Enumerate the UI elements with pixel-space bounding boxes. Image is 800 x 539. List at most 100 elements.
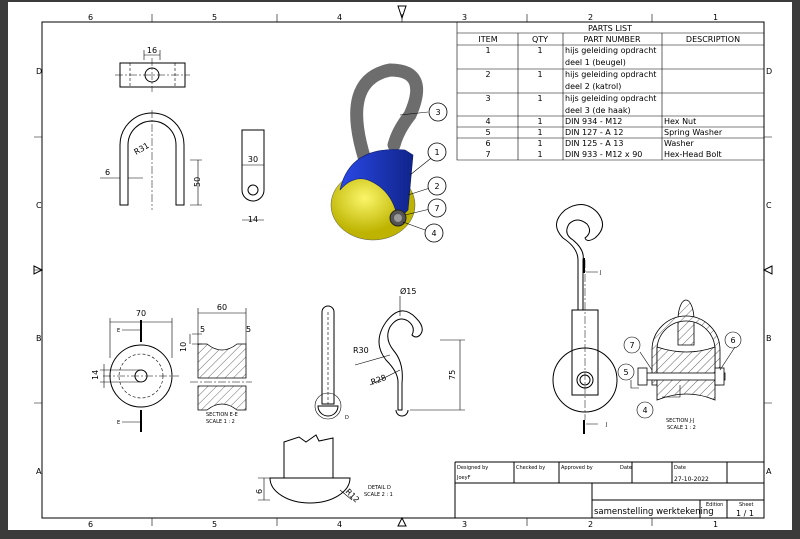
balloon-7: 7 bbox=[629, 341, 634, 350]
detail-d-view: 6 R12 DETAIL D SCALE 2 : 1 bbox=[255, 434, 393, 505]
section-mark-e-bottom: E bbox=[117, 420, 120, 426]
parts-list-title: PARTS LIST bbox=[588, 24, 632, 33]
header-description: DESCRIPTION bbox=[686, 35, 740, 44]
qty: 1 bbox=[537, 46, 542, 55]
balloon-1: 1 bbox=[434, 148, 439, 157]
date-label: Date bbox=[620, 465, 632, 471]
zone-left-b: B bbox=[36, 334, 42, 343]
zone-bottom-1: 1 bbox=[713, 520, 718, 529]
iso-leaders bbox=[399, 111, 436, 231]
item: 6 bbox=[485, 139, 490, 148]
pulley-front-view: E E 70 14 bbox=[91, 309, 179, 432]
drawing-canvas: 6 5 4 3 2 1 6 5 4 3 2 1 D C B A D C B A … bbox=[33, 5, 773, 529]
date-label-2: Date bbox=[674, 465, 686, 471]
zone-top-3: 3 bbox=[462, 13, 467, 22]
zone-bottom-3: 3 bbox=[462, 520, 467, 529]
balloon-4: 4 bbox=[431, 229, 436, 238]
part-number: DIN 934 - M12 bbox=[565, 117, 622, 126]
hook-front-view: Ø15 R30 R28 75 bbox=[353, 286, 465, 417]
table-row: 2 1 hijs geleiding opdracht deel 2 (katr… bbox=[485, 70, 656, 91]
zone-top-2: 2 bbox=[588, 13, 593, 22]
zone-right-a: A bbox=[766, 467, 772, 476]
part-number-line2: deel 2 (katrol) bbox=[565, 82, 621, 91]
hook-side-view: D bbox=[314, 305, 349, 421]
balloon-6: 6 bbox=[730, 336, 735, 345]
zone-markers: 6 5 4 3 2 1 6 5 4 3 2 1 D C B A D C B A bbox=[33, 5, 773, 529]
sheet-value: 1 / 1 bbox=[736, 509, 754, 518]
zone-right-c: C bbox=[766, 201, 772, 210]
hook-3d bbox=[350, 63, 424, 167]
zone-bottom-6: 6 bbox=[88, 520, 93, 529]
checked-by-label: Checked by bbox=[516, 465, 545, 471]
bracket-front-view: 6 50 R31 bbox=[100, 110, 202, 210]
zone-top-4: 4 bbox=[337, 13, 342, 22]
date-value: 27-10-2022 bbox=[674, 476, 709, 483]
approved-by-label: Approved by bbox=[561, 465, 593, 471]
dim-r31: R31 bbox=[133, 141, 151, 157]
iso-balloons: 3 1 2 7 4 bbox=[424, 102, 448, 243]
zone-top-1: 1 bbox=[713, 13, 718, 22]
dim-6-detail: 6 bbox=[255, 489, 264, 494]
dim-10: 10 bbox=[179, 342, 188, 352]
bracket-side-view: 30 14 bbox=[241, 129, 265, 224]
description: Hex-Head Bolt bbox=[664, 150, 722, 159]
section-e-e-view: 60 5 5 10 SECTION E-E SCALE 1 : 2 bbox=[179, 303, 252, 425]
dim-14-side: 14 bbox=[248, 215, 258, 224]
part-number: hijs geleiding opdracht bbox=[565, 46, 656, 55]
sheet-label: Sheet bbox=[739, 502, 753, 508]
designed-by-label: Designed by bbox=[457, 465, 488, 471]
balloon-5: 5 bbox=[623, 368, 628, 377]
dim-5-right: 5 bbox=[246, 325, 251, 334]
description: Hex Nut bbox=[664, 117, 696, 126]
header-qty: QTY bbox=[532, 35, 548, 44]
dim-dia15: Ø15 bbox=[400, 286, 416, 296]
detail-d-marker: D bbox=[345, 415, 349, 421]
section-e-e-label: SECTION E-E bbox=[206, 412, 238, 418]
item: 2 bbox=[485, 70, 490, 79]
section-mark-j-bottom: J bbox=[605, 422, 607, 428]
section-j-j-scale: SCALE 1 : 2 bbox=[667, 425, 696, 431]
detail-d-scale: SCALE 2 : 1 bbox=[364, 492, 393, 498]
table-row: 3 1 hijs geleiding opdracht deel 3 (de h… bbox=[485, 94, 656, 115]
header-part-number: PART NUMBER bbox=[583, 35, 640, 44]
drawing-sheet: 6 5 4 3 2 1 6 5 4 3 2 1 D C B A D C B A … bbox=[8, 2, 792, 530]
qty: 1 bbox=[537, 128, 542, 137]
part-number-line2: deel 3 (de haak) bbox=[565, 106, 631, 115]
item: 4 bbox=[485, 117, 490, 126]
qty: 1 bbox=[537, 70, 542, 79]
part-number: DIN 127 - A 12 bbox=[565, 128, 623, 137]
zone-left-d: D bbox=[36, 67, 42, 76]
description: Spring Washer bbox=[664, 128, 723, 137]
section-mark-e-top: E bbox=[117, 328, 120, 334]
qty: 1 bbox=[537, 150, 542, 159]
zone-top-6: 6 bbox=[88, 13, 93, 22]
qty: 1 bbox=[537, 117, 542, 126]
bracket-top-view: 16 bbox=[115, 46, 190, 92]
title-block: Designed by JoeyF Checked by Approved by… bbox=[454, 461, 764, 518]
header-item: ITEM bbox=[478, 35, 497, 44]
part-number: DIN 125 - A 13 bbox=[565, 139, 623, 148]
bracket-3d bbox=[339, 149, 414, 221]
dim-5-left: 5 bbox=[200, 325, 205, 334]
item: 7 bbox=[485, 150, 490, 159]
dim-14: 14 bbox=[91, 370, 100, 380]
dim-75: 75 bbox=[448, 370, 457, 380]
zone-bottom-5: 5 bbox=[212, 520, 217, 529]
dim-70: 70 bbox=[136, 309, 146, 318]
zone-bottom-2: 2 bbox=[588, 520, 593, 529]
drawing-title: samenstelling werktekening bbox=[594, 507, 714, 517]
item: 5 bbox=[485, 128, 490, 137]
zone-left-a: A bbox=[36, 467, 42, 476]
dim-30: 30 bbox=[248, 155, 258, 164]
dim-6: 6 bbox=[105, 168, 110, 177]
section-e-e-scale: SCALE 1 : 2 bbox=[206, 419, 235, 425]
dim-r28: R28 bbox=[370, 373, 388, 387]
table-row: 7 1 DIN 933 - M12 x 90 Hex-Head Bolt bbox=[485, 150, 721, 159]
zone-right-d: D bbox=[766, 67, 772, 76]
item: 3 bbox=[485, 94, 490, 103]
description: Washer bbox=[664, 139, 694, 148]
zone-bottom-4: 4 bbox=[337, 520, 342, 529]
balloon-7: 7 bbox=[434, 204, 439, 213]
part-number: DIN 933 - M12 x 90 bbox=[565, 150, 642, 159]
qty: 1 bbox=[537, 139, 542, 148]
